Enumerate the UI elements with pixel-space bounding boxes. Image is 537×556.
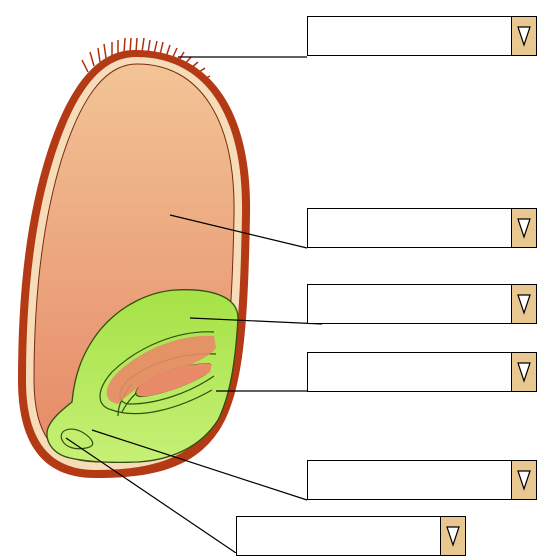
triangle-down-icon: [516, 25, 532, 47]
dropdown-button-1[interactable]: [511, 16, 537, 56]
dropdown-button-6[interactable]: [440, 516, 466, 556]
dropdown-value-6[interactable]: [236, 516, 444, 556]
dropdown-button-2[interactable]: [511, 208, 537, 248]
triangle-down-icon: [516, 469, 532, 491]
label-dropdown-1[interactable]: [307, 16, 537, 56]
triangle-down-icon: [516, 217, 532, 239]
dropdown-button-3[interactable]: [511, 284, 537, 324]
label-dropdown-2[interactable]: [307, 208, 537, 248]
label-dropdown-3[interactable]: [307, 284, 537, 324]
triangle-down-icon: [516, 361, 532, 383]
label-dropdown-6[interactable]: [236, 516, 466, 556]
dropdown-value-1[interactable]: [307, 16, 515, 56]
dropdown-value-4[interactable]: [307, 352, 515, 392]
dropdown-value-5[interactable]: [307, 460, 515, 500]
label-dropdown-4[interactable]: [307, 352, 537, 392]
label-dropdown-5[interactable]: [307, 460, 537, 500]
triangle-down-icon: [516, 293, 532, 315]
dropdown-value-3[interactable]: [307, 284, 515, 324]
triangle-down-icon: [445, 525, 461, 547]
dropdown-button-5[interactable]: [511, 460, 537, 500]
dropdown-value-2[interactable]: [307, 208, 515, 248]
dropdown-button-4[interactable]: [511, 352, 537, 392]
